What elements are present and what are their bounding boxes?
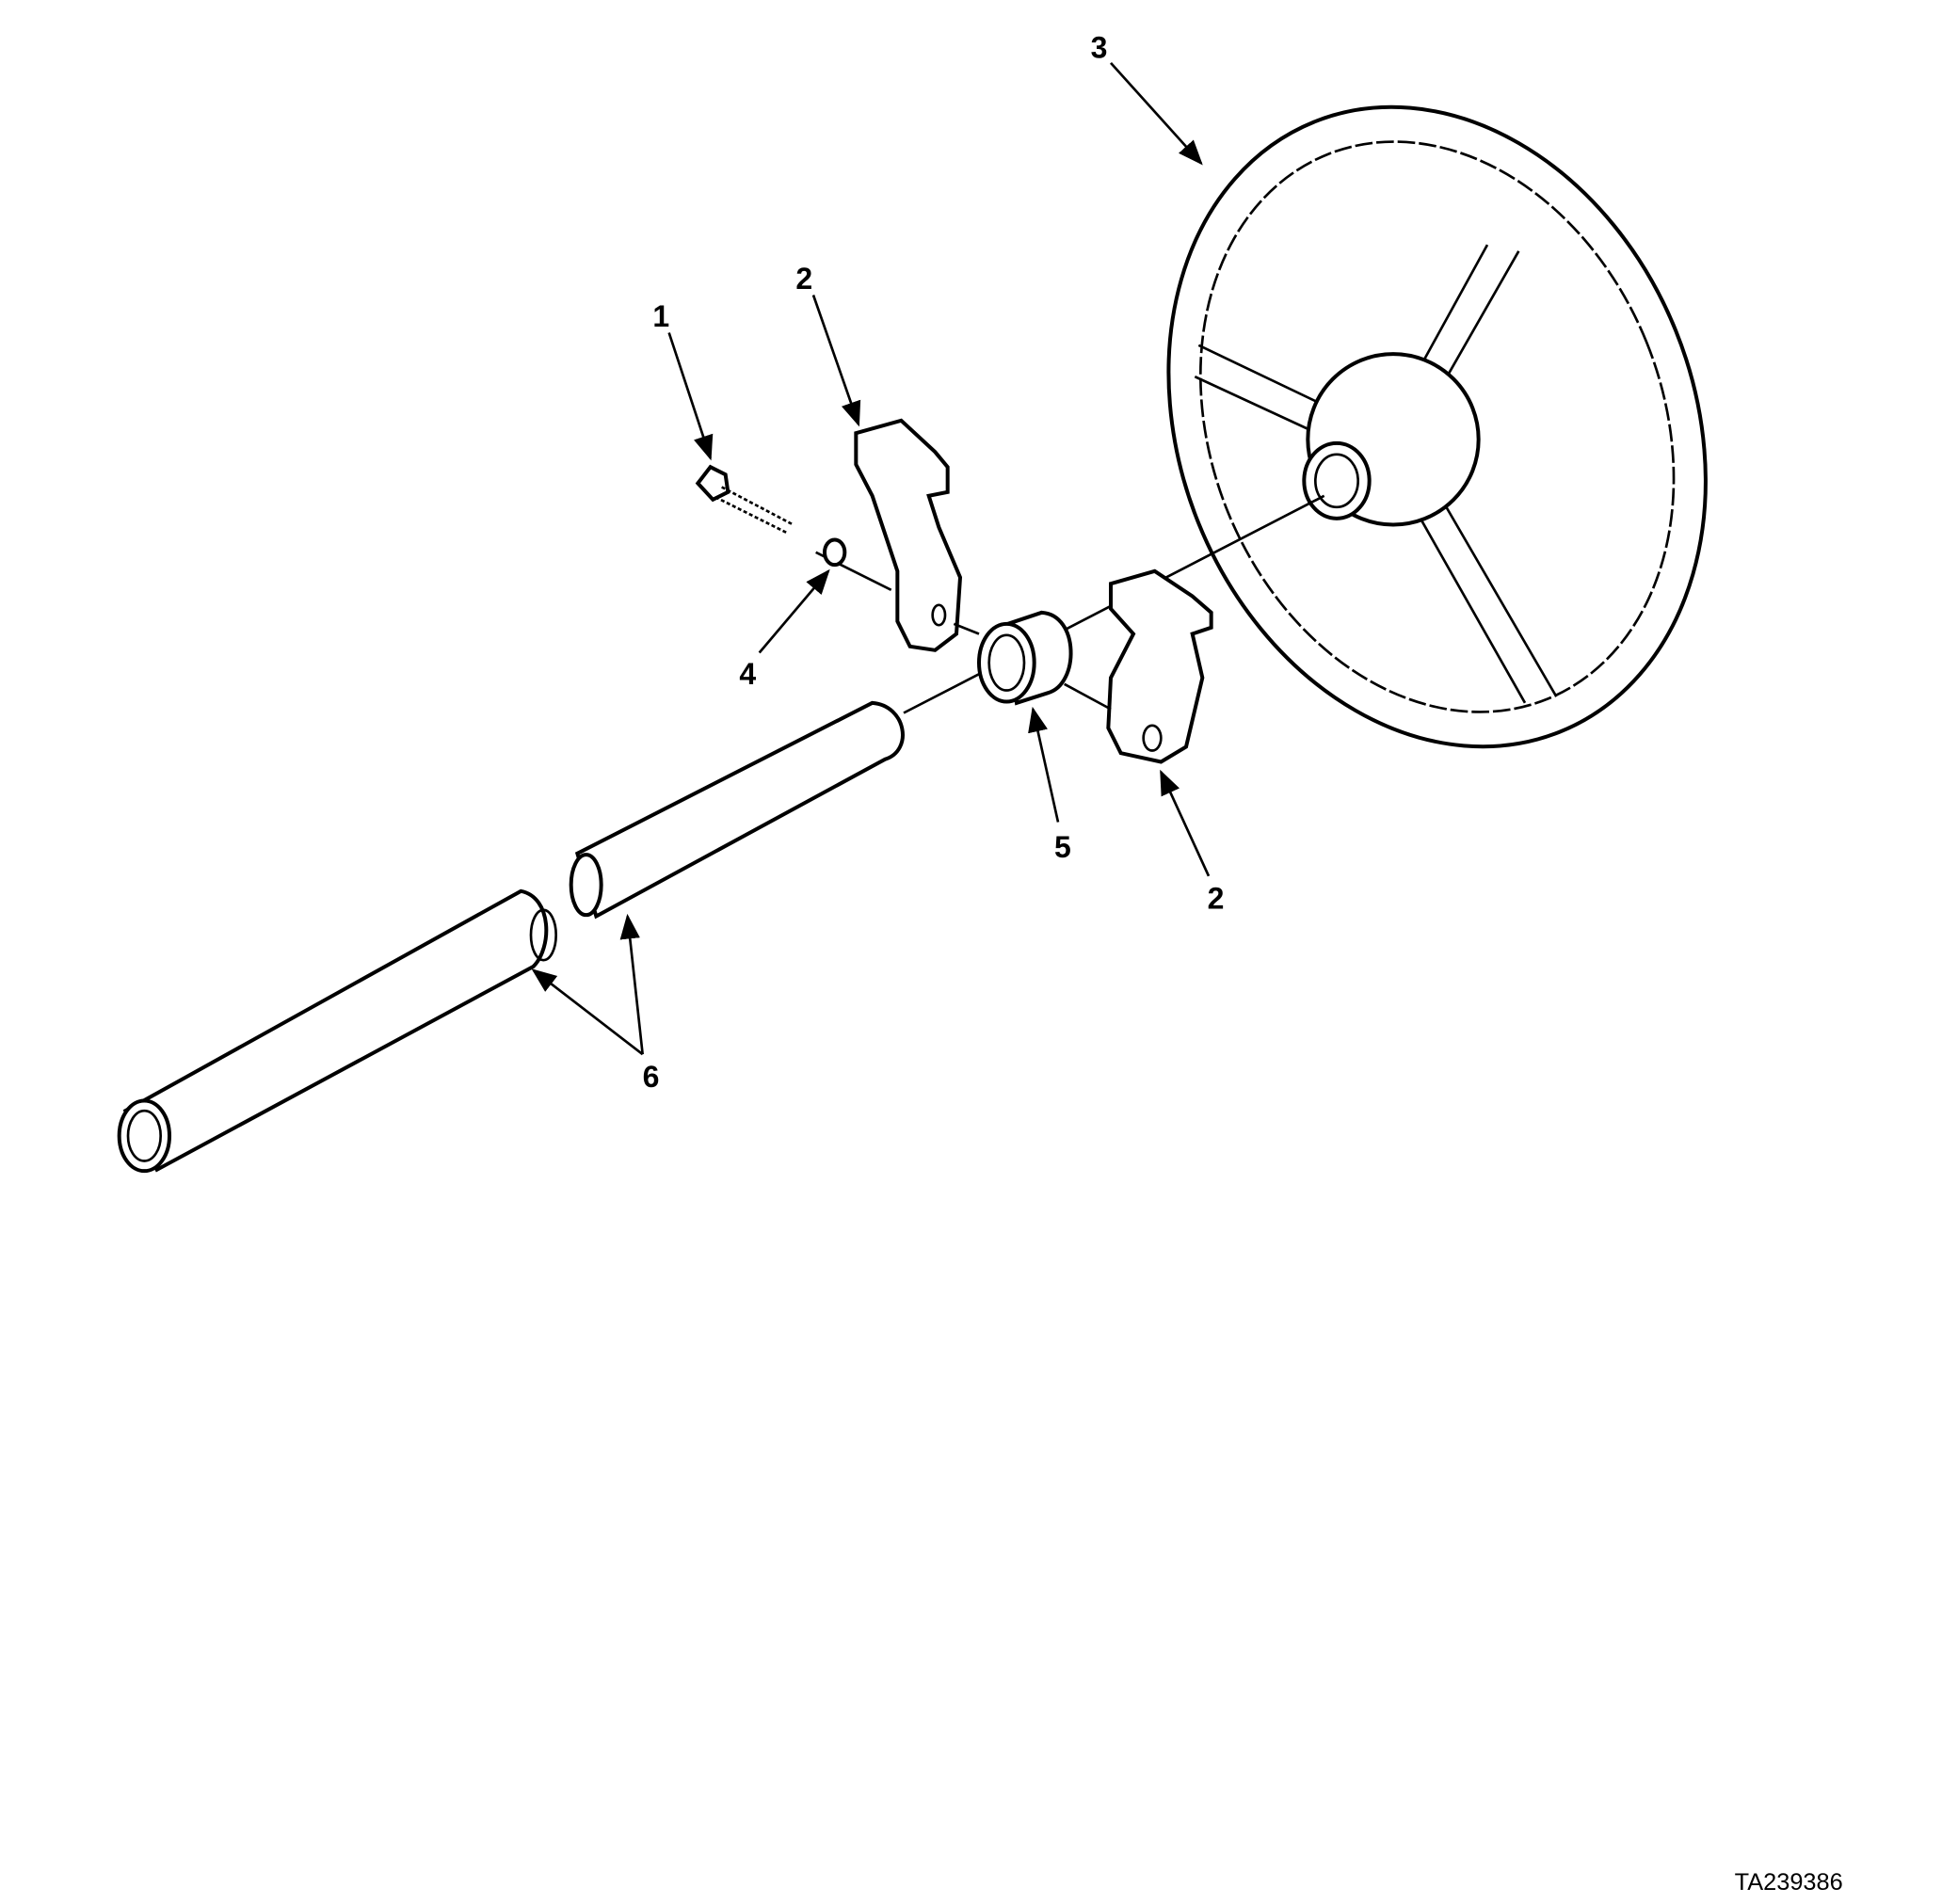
callout-6: 6 [643,1060,660,1094]
steering-wheel [1166,104,1708,749]
callout-5: 5 [1054,830,1071,864]
clamp-lower [1106,568,1213,764]
clamp-upper [854,418,963,652]
shaft [117,700,905,1174]
callout-2-lower: 2 [1208,882,1225,916]
callout-3: 3 [1091,31,1108,65]
callout-1: 1 [652,299,669,333]
figure-code: TA239386 [1735,1869,1843,1896]
washer [823,537,847,568]
screw [695,464,794,536]
callout-4: 4 [739,657,756,691]
bushing [977,610,1073,706]
callout-2-upper: 2 [795,262,812,296]
